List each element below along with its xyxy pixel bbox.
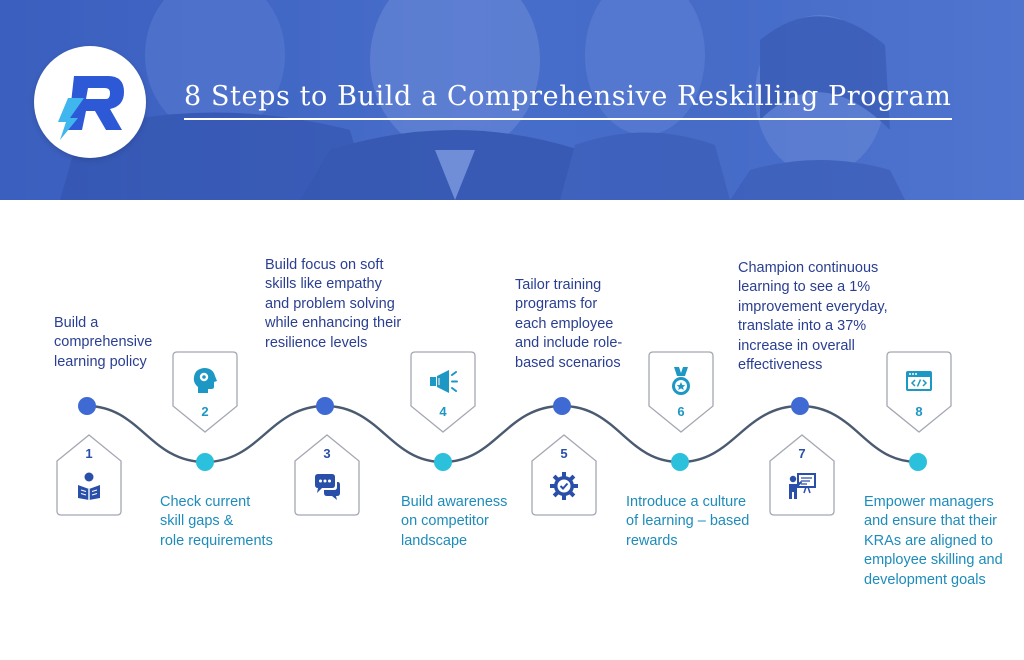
step-8-text: Empower managers and ensure that their K…: [864, 494, 1003, 588]
timeline-dot-3: [316, 397, 334, 415]
timeline-dot-5: [553, 397, 571, 415]
timeline-dot-2: [196, 453, 214, 471]
timeline-dot-8: [909, 453, 927, 471]
page-title: 8 Steps to Build a Comprehensive Reskill…: [184, 81, 952, 112]
step-1-text: Build a comprehensive learning policy: [54, 315, 153, 370]
step-1-badge: 1: [55, 433, 123, 517]
step-3-number: 3: [323, 446, 331, 461]
step-2-text: Check current skill gaps & role requirem…: [160, 494, 273, 549]
step-6-badge: 6: [647, 350, 715, 434]
step-6-text: Introduce a culture of learning – based …: [626, 494, 750, 549]
timeline-wave: [78, 397, 927, 471]
header-banner: 8 Steps to Build a Comprehensive Reskill…: [0, 0, 1024, 200]
presentation-board-icon: [787, 471, 817, 501]
medal-icon: [666, 366, 696, 396]
gear-check-icon: [549, 471, 579, 501]
timeline-curve: [86, 404, 919, 464]
step-4-text: Build awareness on competitor landscape: [401, 494, 508, 549]
step-7-text: Champion continuous learning to see a 1%…: [738, 260, 888, 374]
brand-logo: [34, 46, 146, 158]
step-5-number: 5: [560, 446, 568, 461]
step-5-badge: 5: [530, 433, 598, 517]
megaphone-icon: [428, 366, 458, 396]
step-8-badge: 8: [885, 350, 953, 434]
step-2-number: 2: [201, 404, 209, 419]
step-7-badge: 7: [768, 433, 836, 517]
step-6-number: 6: [677, 404, 685, 419]
title-underline: [184, 118, 952, 120]
banner-photo-backdrop: [60, 0, 905, 200]
timeline-dot-4: [434, 453, 452, 471]
code-window-icon: [904, 366, 934, 396]
step-7-number: 7: [798, 446, 806, 461]
timeline-dot-1: [78, 397, 96, 415]
logo-r-icon: [58, 76, 124, 140]
step-4-badge: 4: [409, 350, 477, 434]
step-5-text: Tailor training programs for each employ…: [515, 277, 623, 371]
timeline-dot-7: [791, 397, 809, 415]
reading-person-icon: [74, 471, 104, 501]
banner-tint: [0, 0, 1024, 200]
timeline-dot-6: [671, 453, 689, 471]
step-3-text: Build focus on soft skills like empathy …: [265, 257, 402, 351]
step-3-badge: 3: [293, 433, 361, 517]
chat-bubbles-icon: [312, 471, 342, 501]
step-8-number: 8: [915, 404, 923, 419]
step-4-number: 4: [439, 404, 447, 419]
step-2-badge: 2: [171, 350, 239, 434]
head-gear-icon: [190, 366, 220, 396]
step-1-number: 1: [85, 446, 93, 461]
